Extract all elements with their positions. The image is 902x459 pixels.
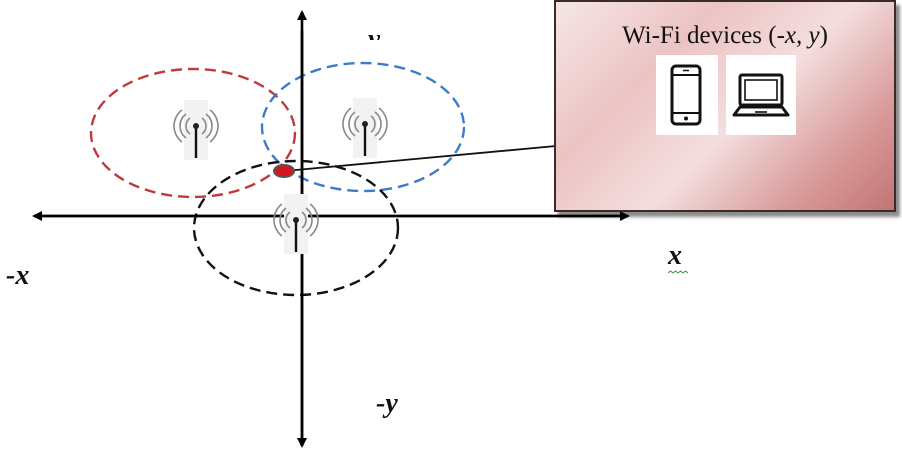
wifi-antenna-icon	[341, 96, 389, 160]
pos-y-axis-label: y	[368, 26, 380, 40]
laptop-icon	[732, 73, 790, 117]
smartphone-tile	[656, 55, 718, 135]
neg-y-axis-label: -y	[376, 388, 398, 419]
red-coverage-circle	[89, 67, 297, 199]
pos-x-axis-label: x	[668, 240, 682, 271]
panel-title-suffix: )	[819, 22, 828, 49]
black-coverage-circle	[192, 159, 400, 297]
connector-line	[284, 145, 557, 172]
spellcheck-squiggle	[668, 270, 688, 274]
panel-title-prefix: Wi-Fi devices (	[622, 22, 777, 49]
smartphone-icon	[670, 64, 702, 126]
panel-title-coords: -x, y	[776, 22, 820, 49]
wifi-devices-panel: Wi-Fi devices (-x, y)	[554, 0, 896, 212]
blue-coverage-circle	[260, 61, 466, 193]
neg-x-axis-label: -x	[6, 260, 30, 291]
laptop-tile	[726, 55, 796, 135]
wifi-antenna-icon	[272, 192, 320, 256]
wifi-antenna-icon	[172, 98, 220, 162]
panel-title: Wi-Fi devices (-x, y)	[556, 22, 894, 50]
intersection-marker	[273, 164, 295, 178]
